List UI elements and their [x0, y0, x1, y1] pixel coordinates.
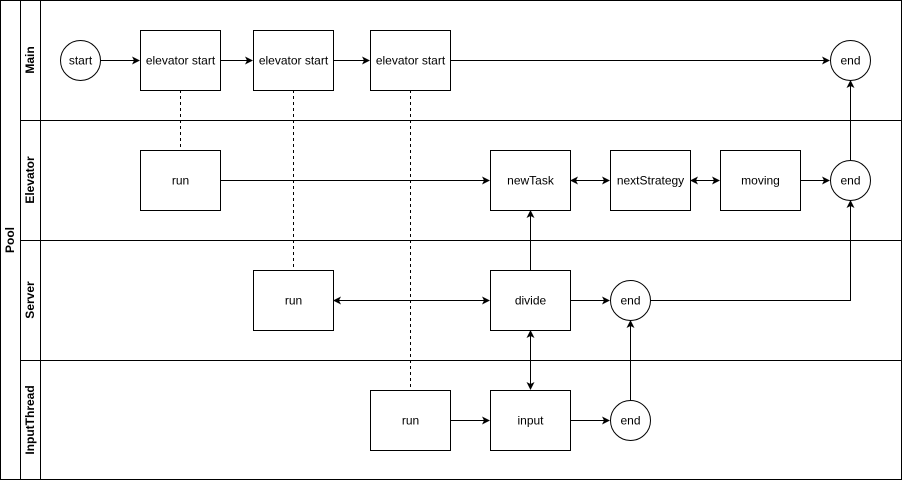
node-input-shape — [490, 390, 571, 451]
lane-elevator: Elevator — [23, 120, 41, 241]
node-newtask[interactable]: newTask — [490, 150, 571, 211]
node-moving-label: moving — [741, 174, 780, 188]
node-moving-shape — [720, 150, 801, 211]
node-start[interactable]: start — [60, 40, 101, 81]
node-elevator-end[interactable]: end — [830, 160, 871, 201]
node-server-run-shape — [253, 270, 334, 331]
node-input-end-label: end — [620, 414, 640, 428]
node-input-end-shape — [610, 400, 651, 441]
lane-inputthread: InputThread — [23, 360, 41, 480]
lane-label-elevator: Elevator — [23, 156, 37, 204]
node-nextstrategy-label: nextStrategy — [617, 174, 684, 188]
nodes: start elevator start elevator start elev… — [60, 30, 871, 451]
node-elevator-run[interactable]: run — [140, 150, 221, 211]
node-main-end-label: end — [840, 54, 860, 68]
node-main-end[interactable]: end — [830, 40, 871, 81]
lane-label-main: Main — [23, 46, 37, 73]
node-server-run[interactable]: run — [253, 270, 334, 331]
node-elevator-start-2[interactable]: elevator start — [253, 30, 334, 91]
node-input-run[interactable]: run — [370, 390, 451, 451]
pool-title: Pool — [3, 227, 17, 253]
node-input-label: input — [517, 414, 544, 428]
node-start-label: start — [69, 54, 93, 68]
node-start-shape — [60, 40, 101, 81]
node-server-run-label: run — [285, 294, 302, 308]
node-elevator-end-shape — [830, 160, 871, 201]
node-moving[interactable]: moving — [720, 150, 801, 211]
node-input[interactable]: input — [490, 390, 571, 451]
edges — [100, 56, 855, 425]
node-divide-shape — [490, 270, 571, 331]
node-elevator-end-label: end — [840, 174, 860, 188]
node-elevator-start-2-label: elevator start — [259, 54, 329, 68]
node-server-end[interactable]: end — [610, 280, 651, 321]
node-nextstrategy-shape — [610, 150, 691, 211]
node-newtask-label: newTask — [507, 174, 555, 188]
node-elevator-start-1-label: elevator start — [146, 54, 216, 68]
node-input-run-shape — [370, 390, 451, 451]
node-server-end-label: end — [620, 294, 640, 308]
node-elevator-start-1[interactable]: elevator start — [140, 30, 221, 91]
node-elevator-start-3-label: elevator start — [376, 54, 446, 68]
node-elevator-run-label: run — [172, 174, 189, 188]
node-main-end-shape — [830, 40, 871, 81]
lane-server: Server — [23, 240, 41, 361]
node-divide[interactable]: divide — [490, 270, 571, 331]
node-input-end[interactable]: end — [610, 400, 651, 441]
lane-main: Main — [23, 0, 41, 121]
edge-server-end-elev-end — [650, 200, 855, 301]
node-elevator-start-1-shape — [140, 30, 221, 91]
node-divide-label: divide — [515, 294, 547, 308]
node-input-run-label: run — [402, 414, 419, 428]
node-newtask-shape — [490, 150, 571, 211]
lane-label-server: Server — [23, 281, 37, 319]
node-nextstrategy[interactable]: nextStrategy — [610, 150, 691, 211]
node-elevator-start-3[interactable]: elevator start — [370, 30, 451, 91]
lane-label-inputthread: InputThread — [23, 385, 37, 454]
node-elevator-start-3-shape — [370, 30, 451, 91]
node-elevator-run-shape — [140, 150, 221, 211]
node-server-end-shape — [610, 280, 651, 321]
node-elevator-start-2-shape — [253, 30, 334, 91]
